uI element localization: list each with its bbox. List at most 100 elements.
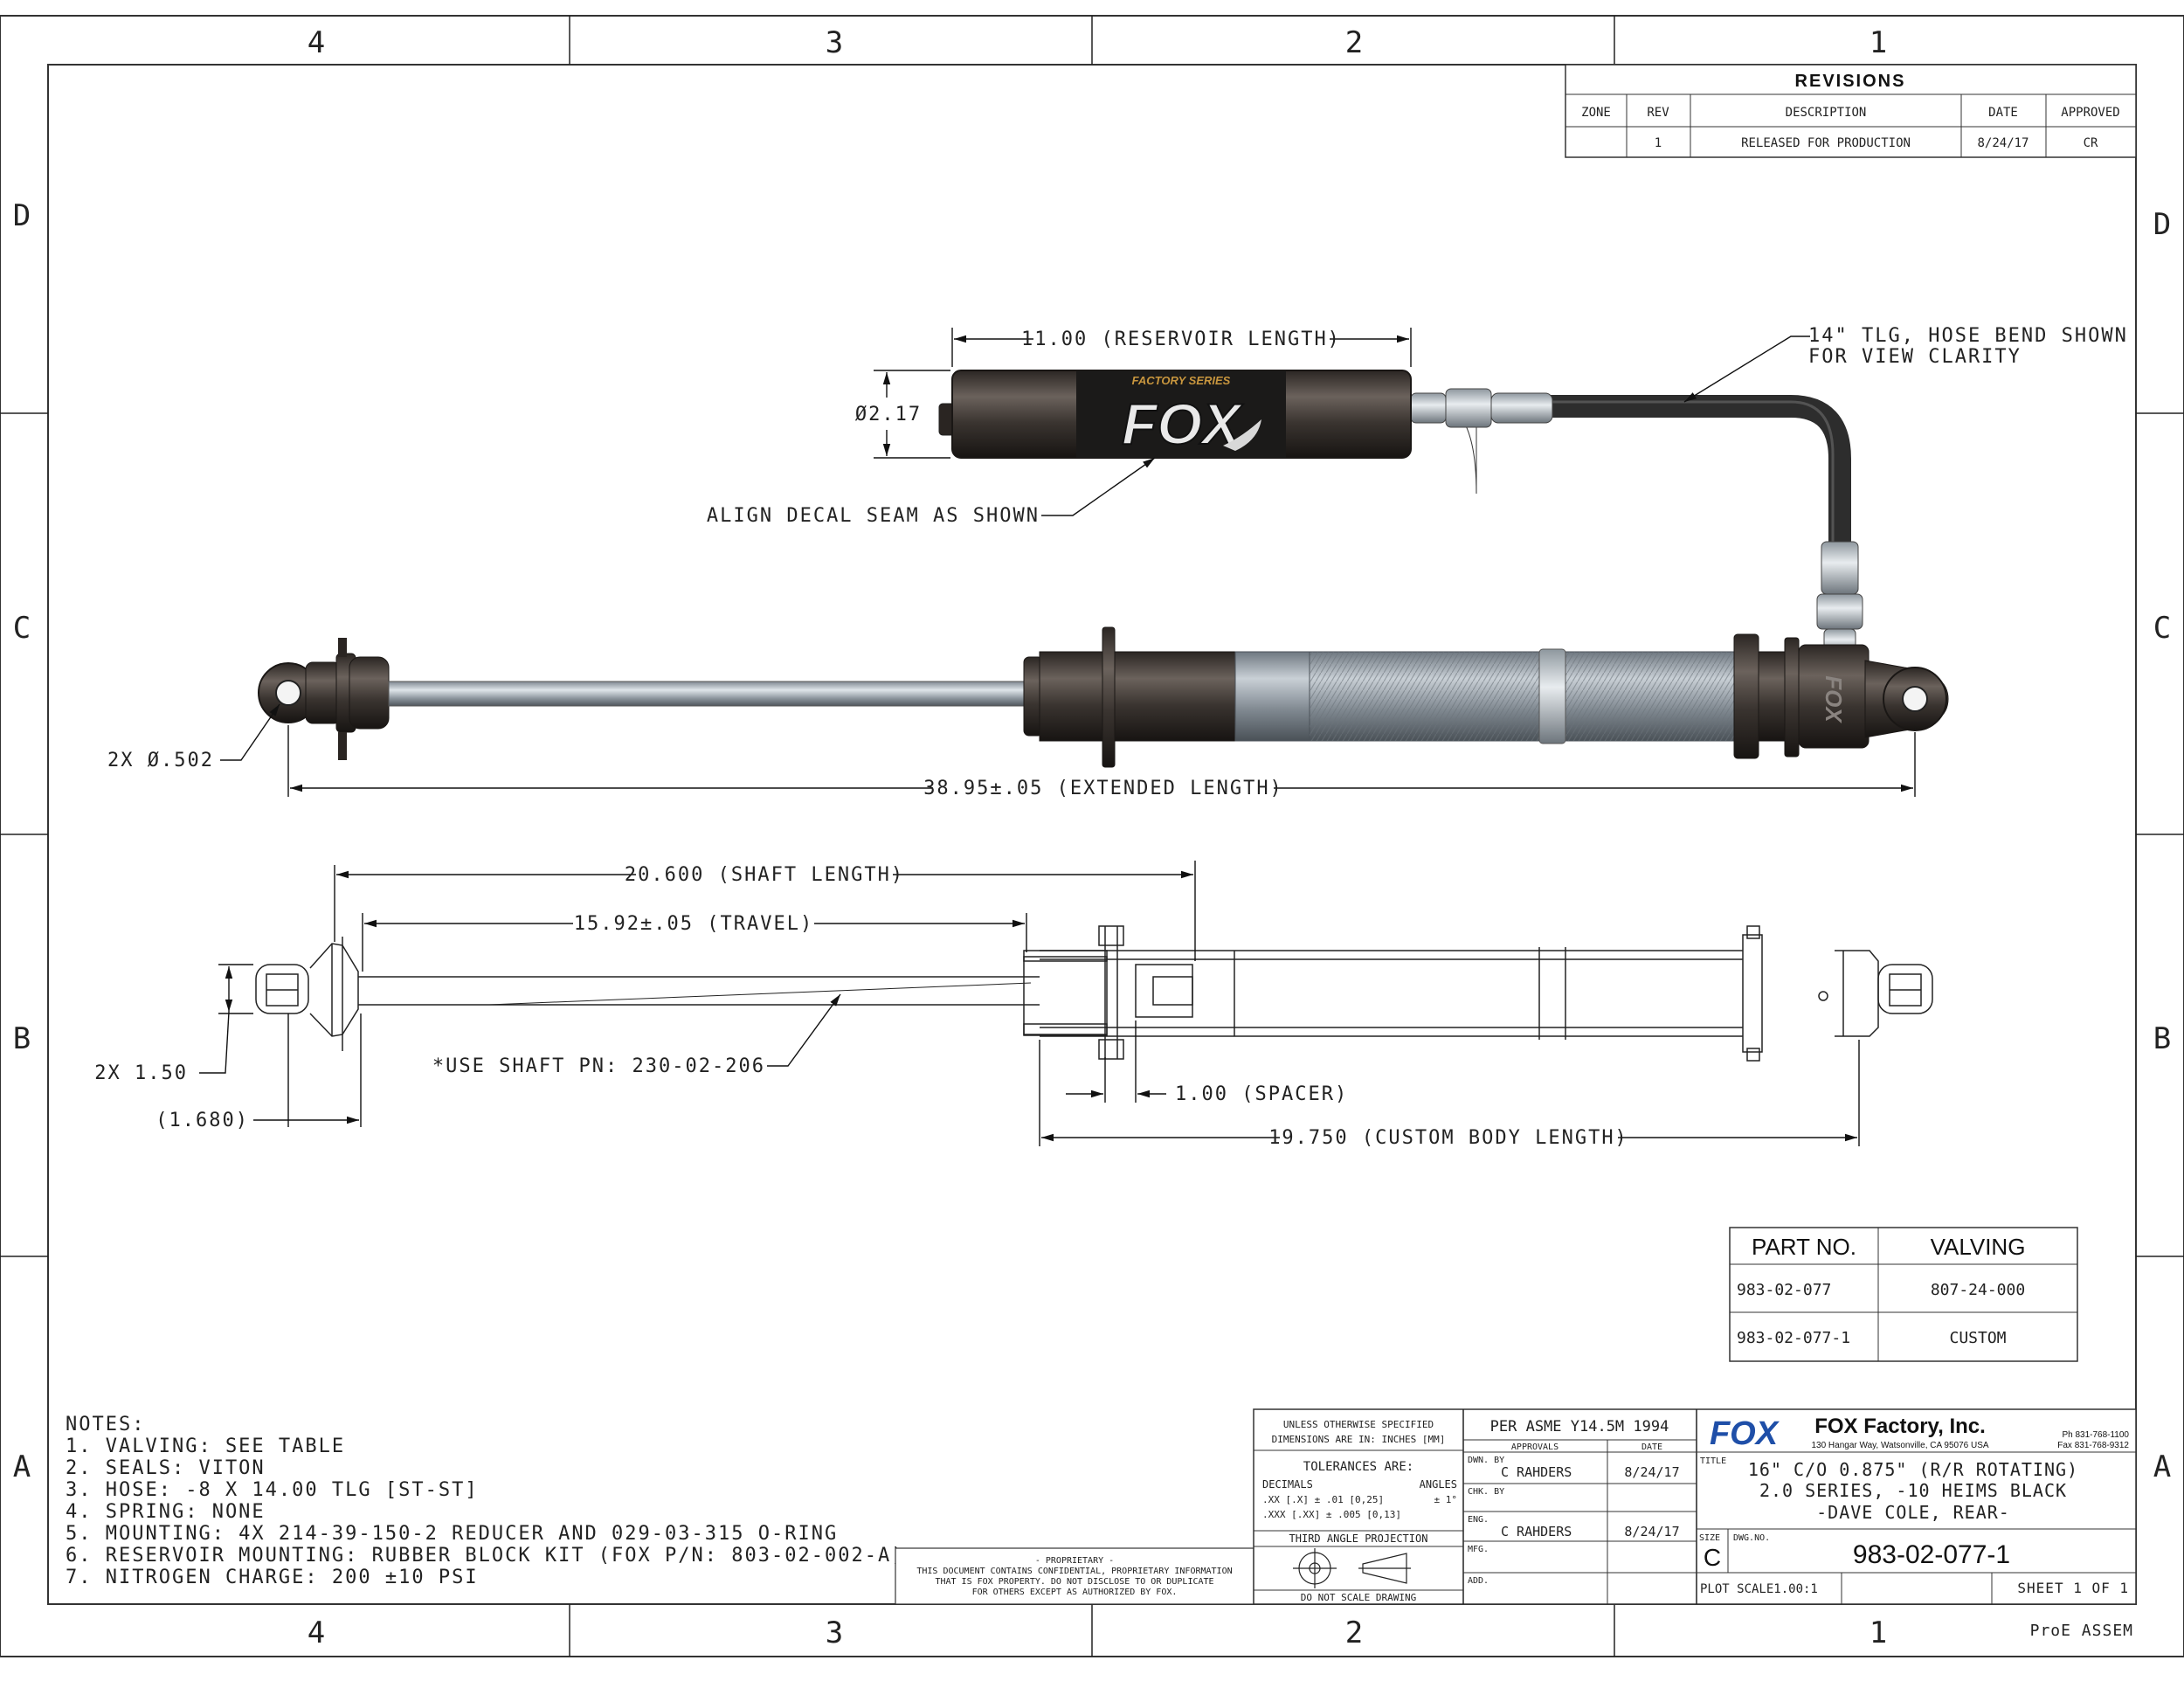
revisions-table: REVISIONS ZONE REV DESCRIPTION DATE APPR… [1565, 64, 2137, 158]
tb-title-line2: 2.0 SERIES, -10 HEIMS BLACK [1759, 1480, 2067, 1501]
dim-body-length: 19.750 (CUSTOM BODY LENGTH) [1268, 1127, 1628, 1149]
body-flange [1102, 626, 1116, 768]
part-table-row1-part: 983-02-077 [1737, 1281, 1831, 1299]
part-table-row2-valving: CUSTOM [1949, 1329, 2006, 1347]
decal-series-text: FACTORY SERIES [1132, 374, 1231, 387]
hose-fitting-reservoir [1410, 392, 1447, 424]
dim-eye-width: 2X 1.50 [94, 1062, 188, 1084]
tb-mfg: MFG. [1468, 1545, 1489, 1554]
preload-ring [1538, 648, 1566, 744]
tb-unless-1: UNLESS OTHERWISE SPECIFIED [1283, 1419, 1434, 1430]
hose-fitting-body [1821, 541, 1859, 595]
note-item-2: 2. SEALS: VITON [66, 1457, 266, 1479]
zone-col-3-top: 3 [826, 25, 843, 60]
zone-col-2-top: 2 [1345, 25, 1363, 60]
fox-decal: FACTORY SERIES FOX [1076, 370, 1286, 458]
third-angle-projection-icon [1293, 1548, 1411, 1588]
tb-do-not-scale: DO NOT SCALE DRAWING [1301, 1592, 1416, 1603]
tb-asme: PER ASME Y14.5M 1994 [1490, 1418, 1669, 1435]
notes-title: NOTES: [66, 1414, 145, 1435]
rev-header-date: DATE [1988, 106, 2018, 120]
dim-reservoir-dia: Ø2.17 [855, 404, 922, 425]
shock-assembly-view: FOX [258, 626, 1949, 768]
zone-labels: 4 3 2 1 4 3 2 1 D C B A D C B A [13, 25, 2171, 1650]
part-table-row1-valving: 807-24-000 [1931, 1281, 2025, 1299]
zone-row-c-right: C [2153, 611, 2171, 646]
tb-dwg-no: 983-02-077-1 [1853, 1540, 2010, 1569]
zone-row-a-left: A [13, 1449, 31, 1484]
dimension-lines [199, 328, 1916, 1146]
zone-col-4-bottom: 4 [308, 1615, 325, 1650]
note-item-7: 7. NITROGEN CHARGE: 200 ±10 PSI [66, 1567, 479, 1588]
note-item-3: 3. HOSE: -8 X 14.00 TLG [ST-ST] [66, 1479, 479, 1501]
note-item-5: 5. MOUNTING: 4X 214-39-150-2 REDUCER AND… [66, 1523, 838, 1545]
proprietary-line-4: FOR OTHERS EXCEPT AS AUTHORIZED BY FOX. [972, 1588, 1178, 1597]
part-table-row2-part: 983-02-077-1 [1737, 1329, 1850, 1347]
shaft [388, 681, 1027, 707]
zone-col-3-bottom: 3 [826, 1615, 843, 1650]
tb-sheet: SHEET 1 OF 1 [2017, 1580, 2129, 1596]
rev-cell-description: RELEASED FOR PRODUCTION [1741, 136, 1911, 150]
tb-company: FOX Factory, Inc. [1814, 1415, 1986, 1438]
proprietary-notice: - PROPRIETARY - THIS DOCUMENT CONTAINS C… [895, 1547, 1254, 1605]
tb-eng: ENG. [1468, 1515, 1489, 1525]
proprietary-line-1: - PROPRIETARY - [1035, 1556, 1114, 1566]
rev-header-description: DESCRIPTION [1786, 106, 1867, 120]
tb-decimals: DECIMALS [1262, 1478, 1313, 1491]
end-cap-mark: FOX [1821, 675, 1847, 723]
fox-tail-icon [1223, 419, 1261, 451]
tb-dwg-label: DWG.NO. [1733, 1533, 1770, 1543]
tb-unless-2: DIMENSIONS ARE IN: INCHES [MM] [1272, 1434, 1446, 1445]
zone-row-d-right: D [2153, 207, 2171, 242]
rev-cell-date: 8/24/17 [1977, 136, 2028, 150]
rev-header-zone: ZONE [1581, 106, 1611, 120]
tb-date-header: DATE [1641, 1442, 1662, 1452]
note-item-6: 6. RESERVOIR MOUNTING: RUBBER BLOCK KIT … [66, 1545, 904, 1567]
title-block: UNLESS OTHERWISE SPECIFIED DIMENSIONS AR… [1253, 1408, 2137, 1605]
dim-shaft-length: 20.600 (SHAFT LENGTH) [625, 864, 904, 886]
proprietary-line-2: THIS DOCUMENT CONTAINS CONFIDENTIAL, PRO… [916, 1567, 1232, 1576]
dim-extended-length: 38.95±.05 (EXTENDED LENGTH) [923, 778, 1283, 799]
fox-logo-text: FOX [1710, 1415, 1780, 1452]
zone-row-a-right: A [2153, 1449, 2171, 1484]
note-item-4: 4. SPRING: NONE [66, 1501, 266, 1523]
tb-add: ADD. [1468, 1576, 1489, 1586]
zone-col-2-bottom: 2 [1345, 1615, 1363, 1650]
tb-eng-date: 8/24/17 [1624, 1524, 1679, 1539]
dim-spacer: 1.00 (SPACER) [1175, 1083, 1348, 1105]
part-table-header-valving: VALVING [1931, 1234, 2026, 1260]
zone-col-1-bottom: 1 [1870, 1615, 1887, 1650]
rev-header-approved: APPROVED [2061, 106, 2119, 120]
tb-title-label: TITLE [1700, 1456, 1726, 1466]
tb-address: 130 Hangar Way, Watsonville, CA 95076 US… [1811, 1441, 1988, 1450]
zone-row-d-left: D [13, 198, 31, 233]
dimension-texts: 11.00 (RESERVOIR LENGTH) Ø2.17 14" TLG, … [94, 325, 2126, 1149]
note-shaft-pn: *USE SHAFT PN: 230-02-206 [432, 1055, 765, 1077]
decal-brand-text: FOX [1122, 391, 1244, 456]
tb-chk-by: CHK. BY [1468, 1487, 1504, 1497]
zone-col-4-top: 4 [308, 25, 325, 60]
rev-cell-rev: 1 [1655, 136, 1662, 150]
tb-tol-xxx: .XXX [.XX] ± .005 [0,13] [1262, 1509, 1401, 1520]
body-tube [1234, 651, 1310, 742]
tb-phone: Ph 831-768-1100 [2062, 1430, 2129, 1440]
tb-dwn-name: C RAHDERS [1501, 1464, 1572, 1480]
dim-travel: 15.92±.05 (TRAVEL) [574, 913, 813, 935]
tb-plot-scale: PLOT SCALE1.00:1 [1700, 1582, 1818, 1596]
notes-block: NOTES: 1. VALVING: SEE TABLE 2. SEALS: V… [66, 1414, 904, 1588]
rev-cell-approved: CR [2084, 136, 2098, 150]
note-hose-line2: FOR VIEW CLARITY [1808, 346, 2022, 368]
zone-row-b-right: B [2153, 1021, 2171, 1056]
tb-angles: ANGLES [1420, 1478, 1457, 1491]
zone-col-1-top: 1 [1870, 25, 1887, 60]
part-valving-table: PART NO. VALVING 983-02-077 807-24-000 9… [1729, 1227, 2078, 1362]
proe-assem-label: ProE ASSEM [2030, 1622, 2133, 1640]
hose [1546, 395, 1851, 546]
body-threads [1310, 652, 1738, 741]
tb-dwn-by: DWN. BY [1468, 1456, 1504, 1465]
tb-tolerances: TOLERANCES ARE: [1303, 1460, 1413, 1474]
tb-tol-angle: ± 1° [1434, 1494, 1458, 1505]
dim-eye-dia: 2X Ø.502 [107, 750, 214, 771]
dim-reservoir-length: 11.00 (RESERVOIR LENGTH) [1021, 329, 1341, 350]
